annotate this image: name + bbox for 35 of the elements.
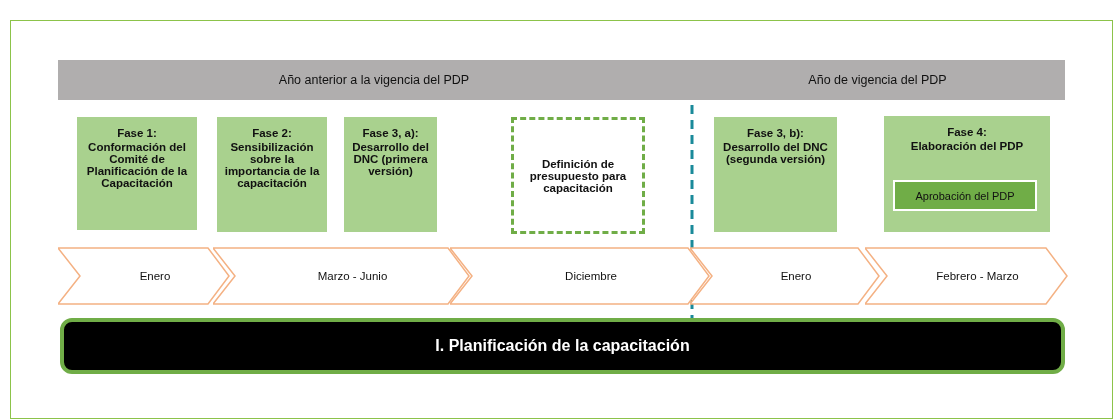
- phase-heading: Fase 1:: [116, 127, 158, 139]
- node-text: Año de vigencia del PDP: [808, 73, 947, 87]
- node-text: Año anterior a la vigencia del PDP: [278, 73, 470, 87]
- timeline-step: [58, 247, 230, 305]
- node-text: Desarrollo del DNC (primera versión): [351, 141, 430, 177]
- node-text: Sensibilización sobre la importancia de la capacitación: [223, 141, 321, 189]
- node-text: Elaboración del PDP: [909, 140, 1025, 152]
- phase-heading: Fase 3, a):: [361, 127, 420, 139]
- approval-box: [893, 180, 1037, 211]
- header-band: [58, 60, 690, 100]
- dashed-box: [511, 117, 645, 234]
- node-text: Febrero - Marzo: [936, 270, 1019, 282]
- phase-box: [884, 116, 1050, 232]
- node-text: Aprobación del PDP: [915, 189, 1015, 202]
- header-band: [690, 60, 1065, 100]
- title-bar: [60, 318, 1065, 374]
- phase-box: [77, 117, 197, 230]
- node-text: Enero: [780, 270, 812, 282]
- phase-box: [344, 117, 437, 232]
- node-text: Marzo - Junio: [317, 270, 388, 282]
- node-text: Desarrollo del DNC (segunda versión): [722, 141, 829, 165]
- node-text: Conformación del Comité de Planificación de la Capacitación: [85, 141, 189, 189]
- timeline-step: [690, 247, 880, 305]
- phase-heading: Fase 2:: [251, 127, 293, 139]
- node-text: Definición de presupuesto para capacitación: [528, 157, 628, 194]
- timeline-step: [450, 247, 710, 305]
- phase-heading: Fase 3, b):: [746, 127, 805, 139]
- node-text: Enero: [139, 270, 171, 282]
- node-text: Diciembre: [565, 270, 617, 282]
- phase-box: [714, 117, 837, 232]
- timeline-step: [865, 247, 1068, 305]
- phase-box: [217, 117, 327, 232]
- node-text: I. Planificación de la capacitación: [435, 337, 690, 355]
- phase-heading: Fase 4:: [946, 126, 988, 138]
- timeline-step: [213, 247, 470, 305]
